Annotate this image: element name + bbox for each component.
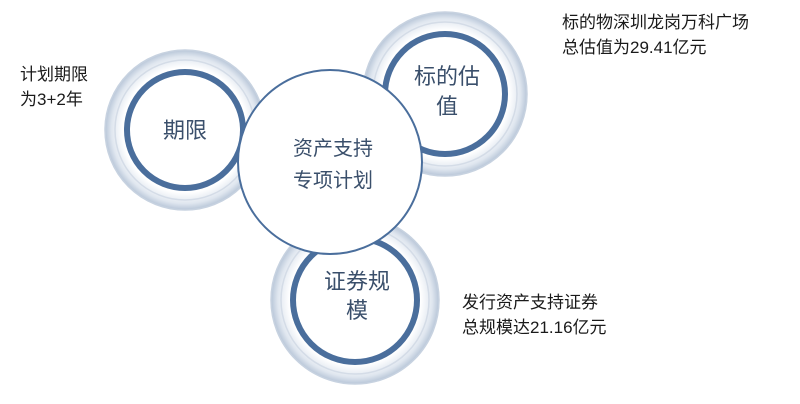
center-node xyxy=(237,69,423,255)
term-note-line2: 为3+2年 xyxy=(20,90,83,109)
scale-note-line1: 发行资产支持证券 xyxy=(462,293,598,312)
scale-label-line1: 证券规 xyxy=(324,270,390,295)
term-note: 计划期限 为3+2年 xyxy=(20,62,88,112)
center-label-line2: 专项计划 xyxy=(293,168,373,192)
scale-note: 发行资产支持证券 总规模达21.16亿元 xyxy=(462,290,607,340)
scale-note-line2: 总规模达21.16亿元 xyxy=(462,318,607,337)
scale-node xyxy=(270,215,440,385)
valuation-note-line2: 总估值为29.41亿元 xyxy=(562,38,707,57)
valuation-label-line2: 值 xyxy=(436,95,458,120)
term-label: 期限 xyxy=(163,119,207,144)
term-note-line1: 计划期限 xyxy=(20,65,88,84)
scale-label-line2: 模 xyxy=(346,299,368,324)
center-label-line1: 资产支持 xyxy=(293,136,373,160)
valuation-label-line1: 标的估 xyxy=(414,65,480,90)
term-node xyxy=(104,49,266,211)
valuation-note: 标的物深圳龙岗万科广场 总估值为29.41亿元 xyxy=(562,10,749,60)
valuation-note-line1: 标的物深圳龙岗万科广场 xyxy=(562,13,749,32)
